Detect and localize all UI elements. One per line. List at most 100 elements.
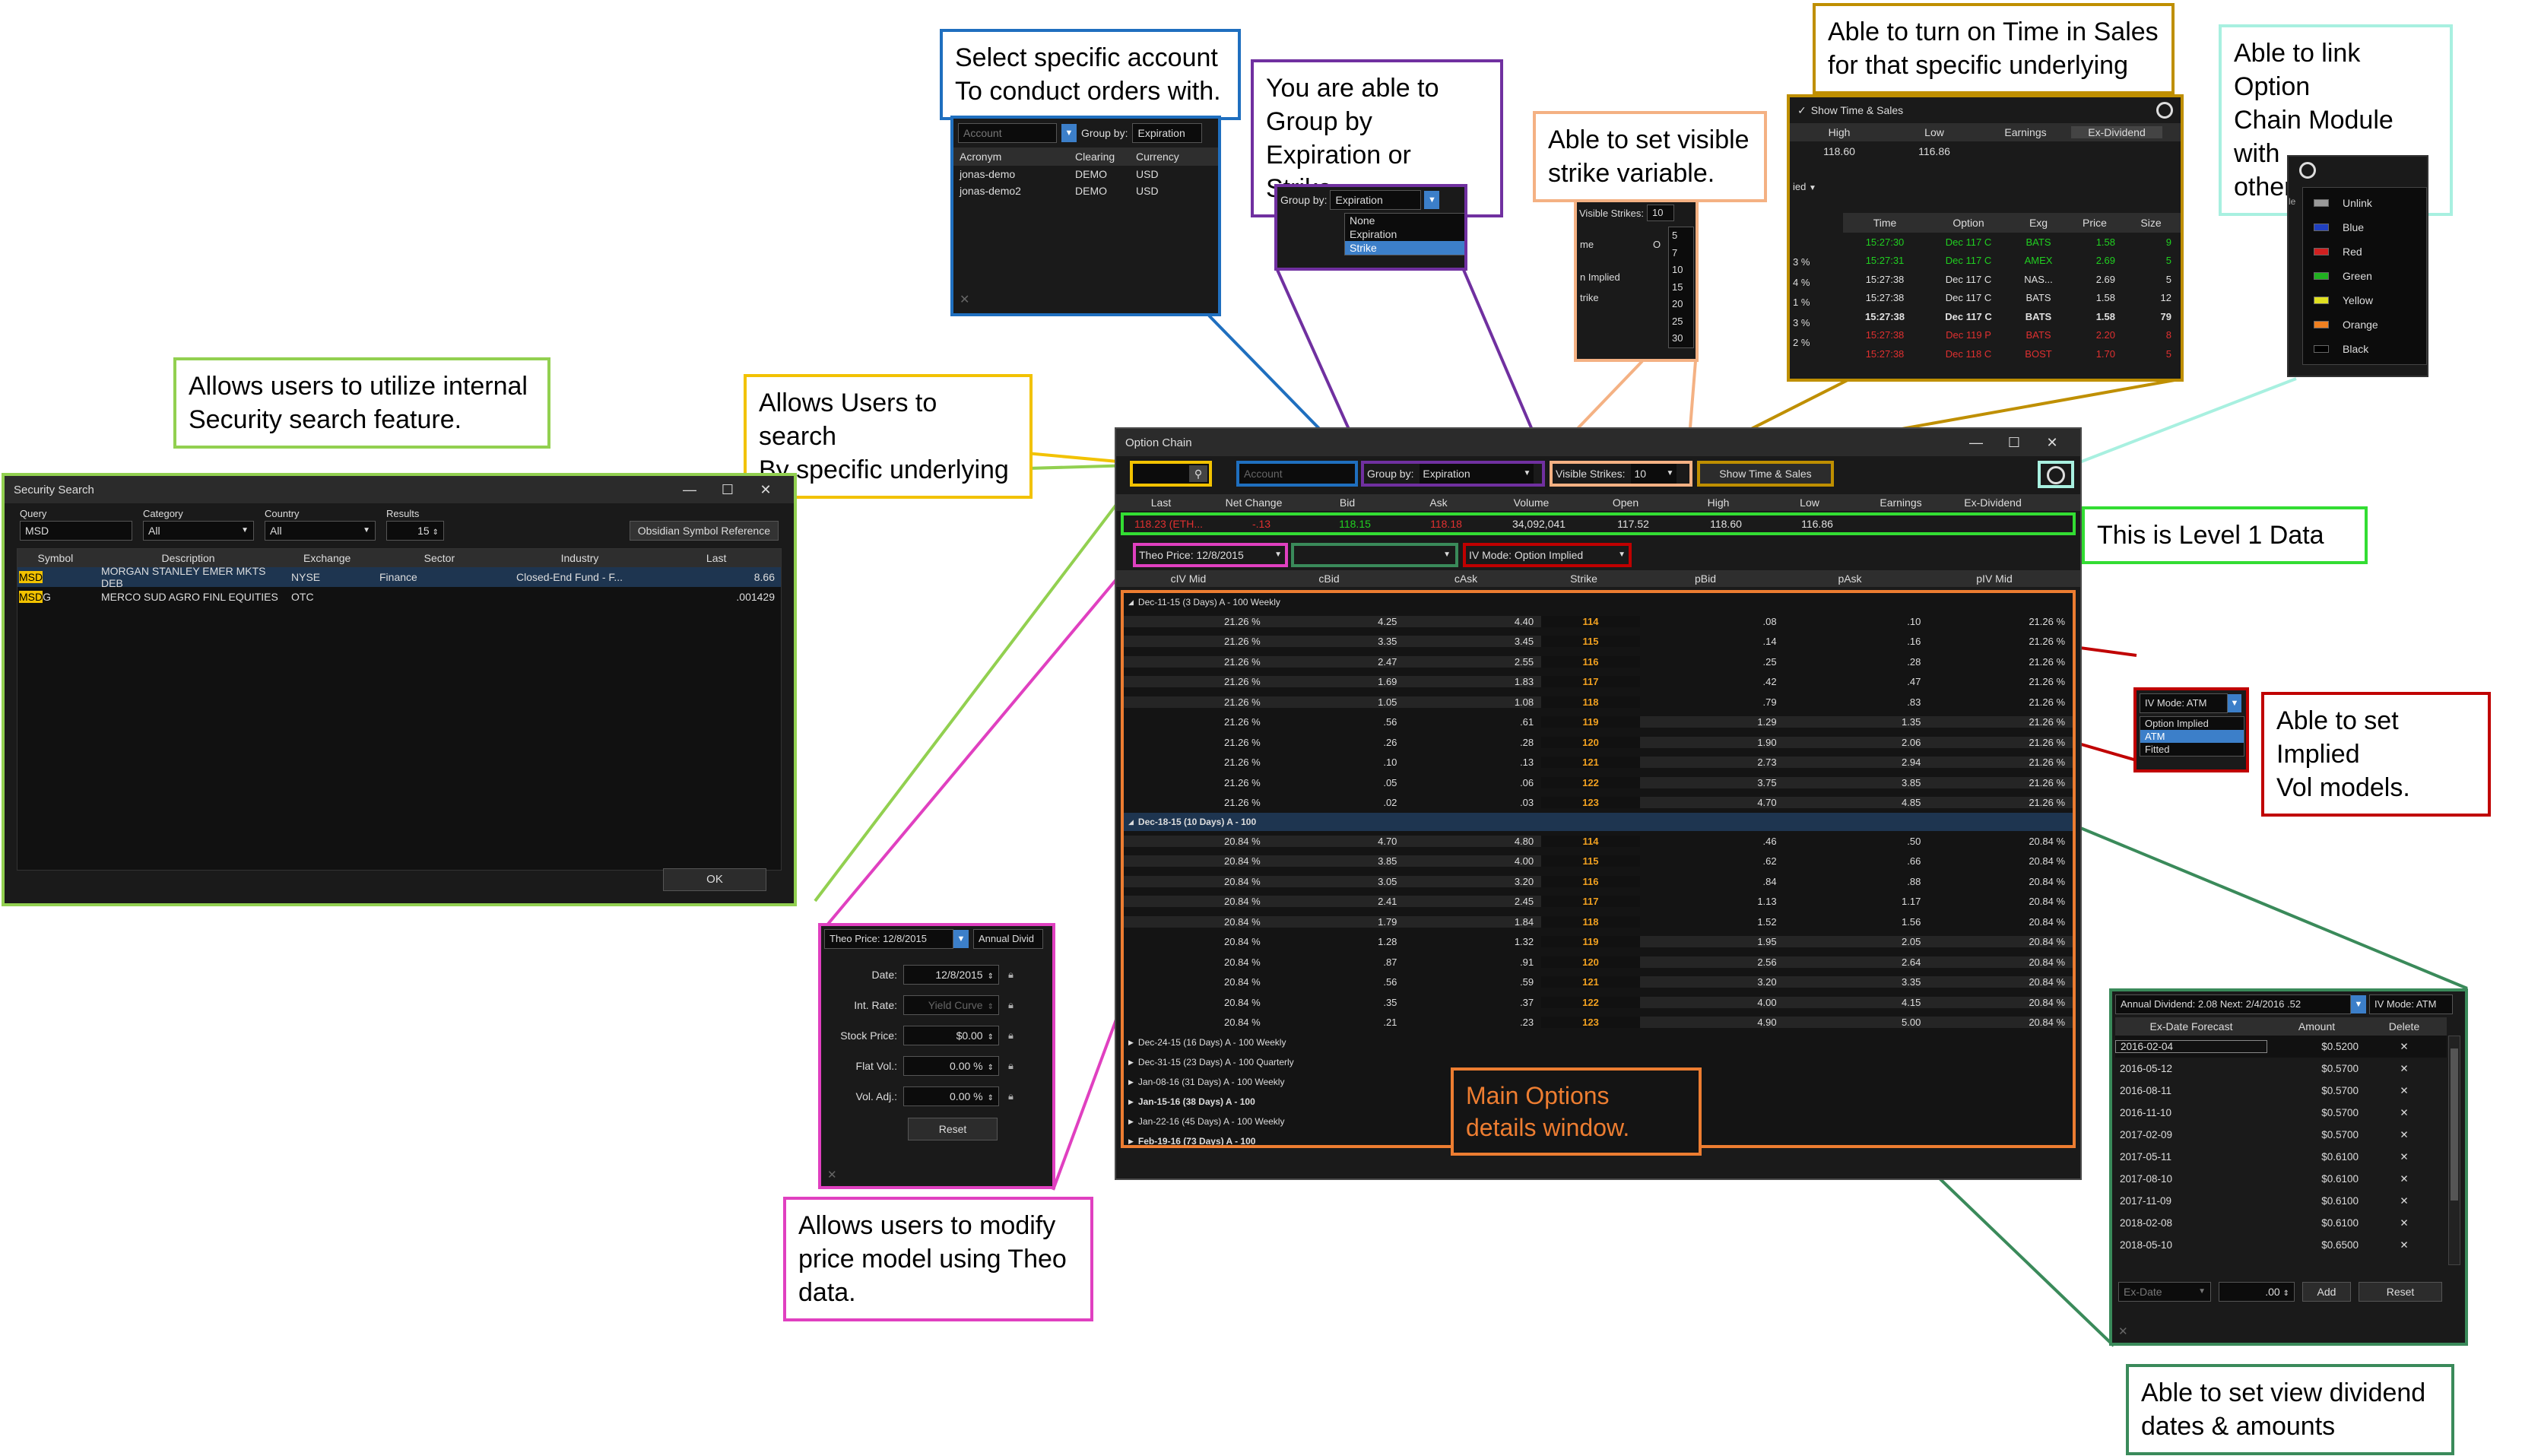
table-row[interactable]: 2017-11-09$0.6100✕ (2115, 1190, 2447, 1212)
account-select[interactable]: Account (1236, 461, 1358, 487)
visible-strikes-control[interactable]: Visible Strikes: 10▼ (1550, 461, 1692, 487)
link-circle-icon[interactable] (2299, 162, 2316, 179)
iv-option-implied[interactable]: Option Implied (2145, 718, 2209, 729)
delete-icon[interactable]: ✕ (2400, 1106, 2409, 1118)
results-stepper[interactable]: 15 ⇕ (386, 521, 444, 541)
iv-mode-select[interactable]: IV Mode: Option Implied▼ (1463, 543, 1632, 567)
lock-icon[interactable]: 🔒︎ (1008, 1060, 1014, 1071)
close-icon[interactable]: ✕ (827, 1169, 837, 1182)
group-option-strike[interactable]: Strike (1345, 241, 1464, 255)
theo-field-input[interactable]: 12/8/2015⇕ (903, 965, 999, 985)
theo-field-input[interactable]: $0.00⇕ (903, 1026, 999, 1045)
delete-icon[interactable]: ✕ (2400, 1062, 2409, 1074)
chevron-down-icon[interactable]: ▼ (1061, 124, 1077, 142)
lock-icon[interactable]: 🔒︎ (1008, 1090, 1014, 1102)
lock-icon[interactable]: 🔒︎ (1008, 999, 1014, 1010)
dividend-field[interactable]: Annual Dividend: 2.08 Next: 2/4/2016 .52 (2115, 994, 2351, 1014)
iv-field[interactable]: IV Mode: ATM (2140, 693, 2228, 713)
link-option-green[interactable]: Green (2303, 264, 2426, 288)
link-circle-icon[interactable] (2156, 102, 2173, 119)
chevron-down-icon[interactable]: ▼ (2351, 995, 2366, 1013)
dividend-scrollbar[interactable] (2448, 1036, 2460, 1265)
theo-reset-button[interactable]: Reset (908, 1118, 998, 1140)
exdate-input[interactable]: Ex-Date▼ (2118, 1282, 2211, 1302)
reset-dividend-button[interactable]: Reset (2359, 1282, 2442, 1302)
table-row[interactable]: 2017-05-11$0.6100✕ (2115, 1146, 2447, 1168)
delete-icon[interactable]: ✕ (2400, 1239, 2409, 1251)
link-option-unlink[interactable]: Unlink (2303, 191, 2426, 215)
delete-icon[interactable]: ✕ (2400, 1150, 2409, 1163)
iv-mode-stub[interactable]: IV Mode: ATM (2369, 994, 2453, 1014)
theo-field[interactable]: Theo Price: 12/8/2015 (824, 929, 953, 949)
table-row[interactable]: 2017-08-10$0.6100✕ (2115, 1168, 2447, 1190)
close-icon[interactable]: ✕ (2118, 1325, 2128, 1338)
group-field[interactable]: Expiration (1330, 190, 1422, 210)
symbol-search-input[interactable]: ⚲ (1130, 461, 1212, 487)
table-row[interactable]: jonas-demo DEMO USD (953, 166, 1218, 182)
iv-option-atm[interactable]: ATM (2140, 730, 2244, 743)
link-option-orange[interactable]: Orange (2303, 312, 2426, 337)
link-option-blue[interactable]: Blue (2303, 215, 2426, 239)
delete-icon[interactable]: ✕ (2400, 1194, 2409, 1207)
strike-option[interactable]: 25 (1672, 315, 1683, 327)
group-field[interactable]: Expiration (1132, 123, 1203, 143)
chevron-down-icon[interactable]: ▼ (1424, 191, 1440, 209)
group-option-none[interactable]: None (1350, 214, 1375, 227)
delete-icon[interactable]: ✕ (2400, 1084, 2409, 1096)
expiration-group-header[interactable]: ▶Dec-31-15 (23 Days) A - 100 Quarterly (1124, 1052, 2073, 1072)
category-select[interactable]: All▼ (143, 521, 254, 541)
add-dividend-button[interactable]: Add (2302, 1282, 2351, 1302)
group-select[interactable]: Expiration▼ (1420, 464, 1534, 484)
strike-option[interactable]: 7 (1672, 246, 1678, 259)
delete-icon[interactable]: ✕ (2400, 1040, 2409, 1052)
table-row[interactable]: MSDG MERCO SUD AGRO FINL EQUITIES OTC .0… (17, 587, 781, 607)
group-option-expiration[interactable]: Expiration (1350, 228, 1397, 240)
table-row[interactable]: MSD MORGAN STANLEY EMER MKTS DEB NYSE Fi… (17, 565, 781, 589)
strike-option[interactable]: 10 (1672, 264, 1683, 275)
strike-option[interactable]: 15 (1672, 281, 1683, 293)
strike-option[interactable]: 20 (1672, 298, 1683, 309)
chevron-down-icon[interactable]: ▼ (953, 930, 969, 948)
table-row[interactable]: 2018-05-10$0.6500✕ (2115, 1234, 2447, 1256)
expiration-group-header[interactable]: ▶Jan-22-16 (45 Days) A - 100 Weekly (1124, 1112, 2073, 1131)
search-icon[interactable]: ⚲ (1189, 465, 1207, 482)
close-icon[interactable]: ✕ (2046, 434, 2058, 450)
link-button[interactable] (2038, 461, 2074, 488)
show-time-sales-button[interactable]: Show Time & Sales (1697, 461, 1834, 487)
strikes-select[interactable]: 10▼ (1631, 464, 1677, 484)
maximize-icon[interactable]: ☐ (721, 481, 734, 497)
table-row[interactable]: jonas-demo2 DEMO USD (953, 182, 1218, 199)
group-by-control[interactable]: Group by: Expiration▼ (1361, 461, 1545, 487)
expiration-group-header[interactable]: ▶Dec-24-15 (16 Days) A - 100 Weekly (1124, 1033, 2073, 1052)
query-input[interactable]: MSD (20, 521, 132, 541)
table-row[interactable]: 2016-05-12$0.5700✕ (2115, 1058, 2447, 1080)
table-row[interactable]: 2016-08-11$0.5700✕ (2115, 1080, 2447, 1102)
table-row[interactable]: 2016-02-04$0.5200✕ (2115, 1036, 2447, 1058)
scroll-thumb[interactable] (2451, 1048, 2458, 1201)
annual-dividend-stub[interactable]: Annual Divid (973, 929, 1043, 949)
chevron-down-icon[interactable]: ▼ (2228, 694, 2241, 712)
country-select[interactable]: All▼ (265, 521, 376, 541)
theo-field-input[interactable]: Yield Curve⇕ (903, 995, 999, 1015)
